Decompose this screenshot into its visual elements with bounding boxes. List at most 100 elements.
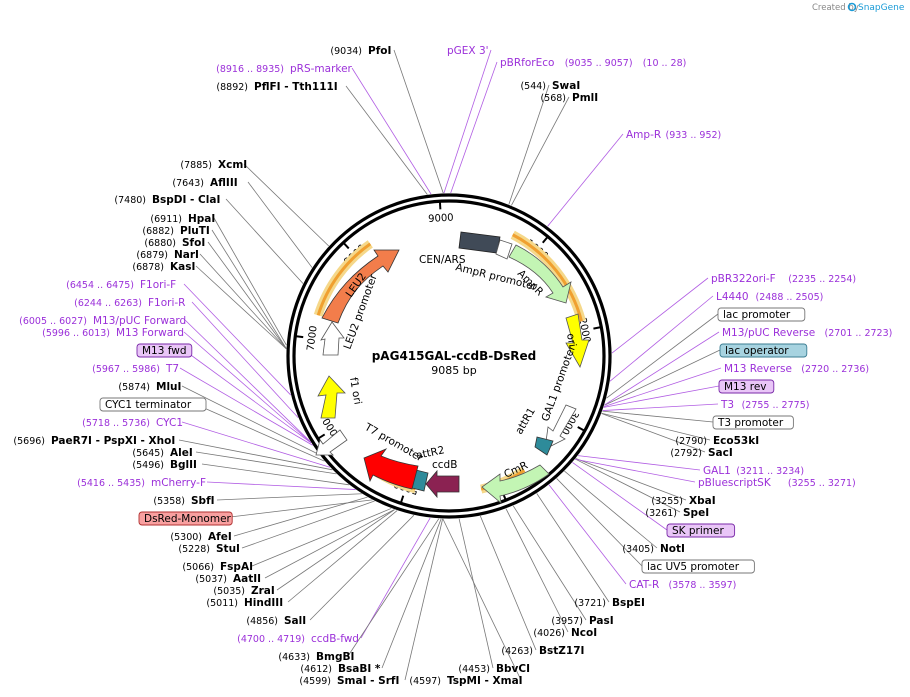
primer-range: (933 .. 952) [666, 130, 722, 141]
site-afei[interactable]: (5300)AfeI [170, 531, 231, 543]
site-amp-r[interactable]: Amp-R(933 .. 952) [626, 129, 721, 141]
site-sfoi[interactable]: (6880)SfoI [144, 237, 205, 249]
feature-cmr[interactable] [481, 464, 550, 504]
feature-ampr-promoter[interactable] [495, 239, 513, 260]
site-eco53ki[interactable]: (2790)Eco53kI [675, 435, 759, 447]
site-zrai[interactable]: (5035)ZraI [213, 585, 274, 597]
site-saci[interactable]: (2792)SacI [670, 447, 732, 459]
site-bglii[interactable]: (5496)BglII [132, 459, 197, 471]
enzyme-name: TspMI - XmaI [447, 675, 523, 687]
site-hpai[interactable]: (6911)HpaI [150, 213, 215, 225]
site-t3[interactable]: T3(2755 .. 2775) [720, 399, 809, 411]
site-stui[interactable]: (5228)StuI [178, 543, 240, 555]
label-box [712, 415, 794, 430]
site-m13-fwd[interactable]: M13 fwd [136, 343, 193, 358]
feature-cen-ars[interactable] [458, 231, 501, 254]
site-ncoi[interactable]: (4026)NcoI [533, 627, 597, 639]
site-sali[interactable]: (4856)SalI [246, 615, 306, 627]
site-f1ori-f[interactable]: (6454 .. 6475)F1ori-F [66, 279, 176, 291]
site-ccdb-fwd[interactable]: (4700 .. 4719)ccdB-fwd [237, 633, 359, 645]
feature-attr1[interactable] [534, 436, 554, 456]
site-tspmi-xmai[interactable]: (4597)TspMI - XmaI [409, 675, 522, 687]
primer-name: pBR322ori-F [711, 273, 776, 285]
site-pbrforeco[interactable]: pBRforEco(9035 .. 9057)(10 .. 28) [500, 57, 686, 69]
site-aatii[interactable]: (5037)AatII [195, 573, 261, 585]
site-pmli[interactable]: (568)PmlI [540, 92, 598, 104]
feature-t7-promoter[interactable] [315, 429, 348, 456]
site-m13-reverse[interactable]: M13 Reverse(2720 .. 2736) [724, 363, 869, 375]
site-m13-rev[interactable]: M13 rev [718, 379, 775, 394]
site-noti[interactable]: (3405)NotI [622, 543, 685, 555]
site-bspei[interactable]: (3721)BspEI [574, 597, 644, 609]
site-pluti[interactable]: (6882)PluTI [142, 225, 209, 237]
site-sk-primer[interactable]: SK primer [666, 523, 736, 538]
site-spei[interactable]: (3261)SpeI [645, 507, 709, 519]
leader-line [233, 496, 368, 537]
feature-ampr[interactable] [508, 244, 572, 304]
leader-line [443, 49, 492, 194]
site-fspai[interactable]: (5066)FspAI [182, 561, 253, 573]
site-m13-puc-reverse[interactable]: M13/pUC Reverse(2701 .. 2723) [722, 327, 892, 339]
site-hindiii[interactable]: (5011)HindIII [206, 597, 283, 609]
site-bstz17i[interactable]: (4263)BstZ17I [501, 645, 584, 657]
plasmid-size: 9085 bp [431, 364, 476, 377]
site-bmgbi[interactable]: (4633)BmgBI [278, 651, 354, 663]
site-kasi[interactable]: (6878)KasI [132, 261, 195, 273]
site-lac-uv5-promoter[interactable]: lac UV5 promoter [641, 559, 755, 574]
site-l4440[interactable]: L4440(2488 .. 2505) [716, 291, 823, 303]
site-paer7i-pspxi-xhoi[interactable]: (5696)PaeR7I - PspXI - XhoI [13, 435, 175, 447]
feature-ccdb[interactable] [425, 469, 460, 499]
site-xbai[interactable]: (3255)XbaI [651, 495, 715, 507]
feature-gal1-promoter[interactable] [544, 404, 577, 450]
site-xcmi[interactable]: (7885)XcmI [180, 159, 247, 171]
site-prs-marker[interactable]: (8916 .. 8935)pRS-marker [216, 63, 352, 75]
site-t7[interactable]: (5967 .. 5986)T7 [92, 363, 179, 375]
enzyme-name: SacI [708, 447, 733, 459]
site-pflfi-tth111i[interactable]: (8892)PflFI - Tth111I [216, 81, 337, 93]
site-bsabi[interactable]: (4612)BsaBI * [300, 663, 380, 675]
feature-leu2[interactable] [321, 249, 400, 324]
site-swai[interactable]: (544)SwaI [520, 80, 580, 92]
tick-mark [400, 495, 405, 503]
feature-leu2-promoter[interactable] [320, 321, 345, 356]
enzyme-name: BstZ17I [539, 645, 584, 657]
leader-line [179, 367, 313, 446]
site-cyc1[interactable]: (5718 .. 5736)CYC1 [82, 417, 183, 429]
site-lac-operator[interactable]: lac operator [719, 343, 808, 358]
site-nari[interactable]: (6879)NarI [136, 249, 199, 261]
site-mcherry-f[interactable]: (5416 .. 5435)mCherry-F [77, 477, 206, 489]
site-pgex-3[interactable]: pGEX 3' [447, 45, 489, 57]
site-pbluescriptsk[interactable]: pBluescriptSK(3255 .. 3271) [698, 477, 856, 489]
site-smai-srfi[interactable]: (4599)SmaI - SrfI [299, 675, 399, 687]
site-afliii[interactable]: (7643)AflIII [172, 177, 237, 189]
site-position: (8892) [216, 82, 248, 93]
site-lac-promoter[interactable]: lac promoter [717, 307, 806, 322]
site-cat-r[interactable]: CAT-R(3578 .. 3597) [629, 579, 736, 591]
leader-line [178, 439, 333, 471]
leader-line [251, 508, 392, 567]
site-gal1[interactable]: GAL1(3211 .. 3234) [703, 465, 804, 477]
leader-line [601, 413, 706, 453]
site-f1ori-r[interactable]: (6244 .. 6263)F1ori-R [74, 297, 185, 309]
site-sbfi[interactable]: (5358)SbfI [153, 495, 214, 507]
site-bspdi-clai[interactable]: (7480)BspDI - ClaI [114, 194, 220, 206]
site-t3-promoter[interactable]: T3 promoter [712, 415, 794, 430]
feature-f1-ori[interactable] [317, 375, 346, 419]
primer-range: (6244 .. 6263) [74, 298, 142, 309]
enzyme-name: BglII [170, 459, 197, 471]
site-pasi[interactable]: (3957)PasI [551, 615, 613, 627]
site-cyc1-terminator[interactable]: CYC1 terminator [99, 397, 207, 412]
site-dsred-monomer[interactable]: DsRed-Monomer [138, 511, 233, 526]
site-pfoi[interactable]: (9034)PfoI [330, 45, 391, 57]
site-mlui[interactable]: (5874)MluI [118, 381, 181, 393]
primer-range: (3578 .. 3597) [669, 580, 737, 591]
site-m13-puc-forward[interactable]: (6005 .. 6027)M13/pUC Forward [19, 315, 186, 327]
site-position: (5066) [182, 562, 214, 573]
site-pbr322ori-f[interactable]: pBR322ori-F(2235 .. 2254) [711, 273, 856, 285]
enzyme-name: AfeI [208, 531, 232, 543]
site-alei[interactable]: (5645)AleI [132, 447, 192, 459]
feature-ori[interactable] [565, 313, 590, 368]
site-m13-forward[interactable]: (5996 .. 6013)M13 Forward [42, 327, 184, 339]
feature-dsred[interactable] [363, 448, 419, 490]
site-bbvci[interactable]: (4453)BbvCI [458, 663, 530, 675]
